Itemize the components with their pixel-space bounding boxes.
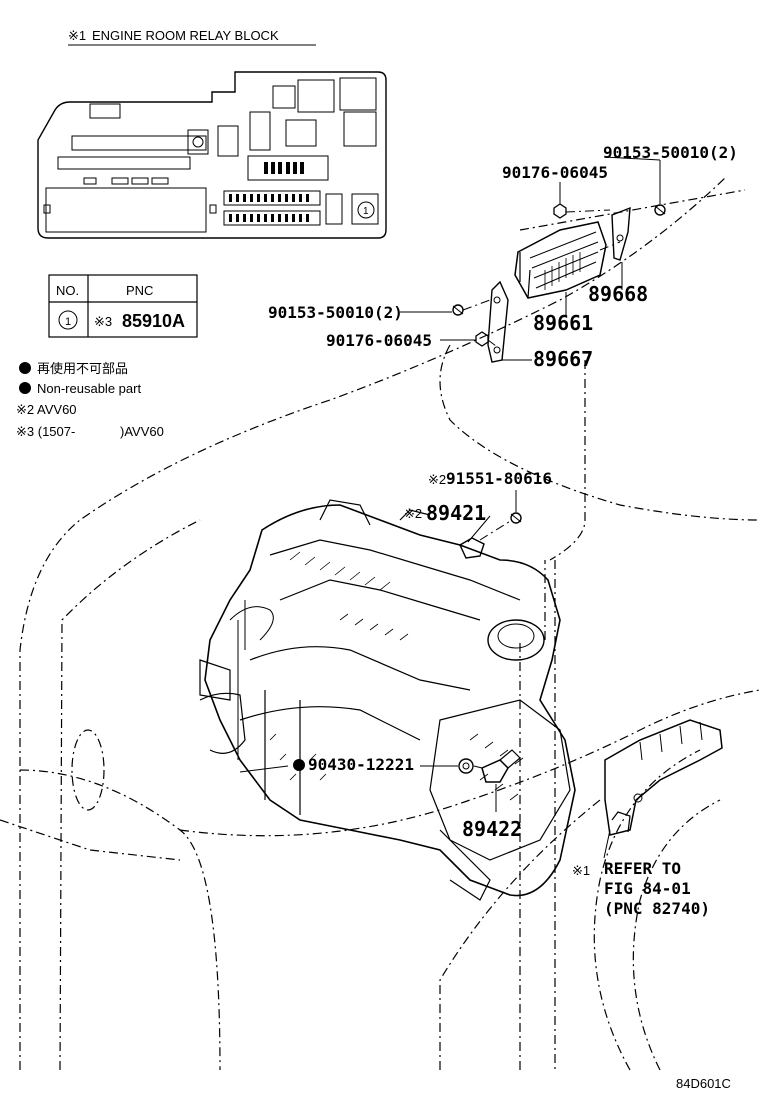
legend-jp-label: 再使用不可部品 <box>37 361 128 376</box>
header-title: ENGINE ROOM RELAY BLOCK <box>92 28 279 43</box>
engine-assembly <box>199 499 576 901</box>
legend-note-2: ※2 AVV60 <box>16 402 77 417</box>
non-reusable-dot-icon <box>293 759 305 771</box>
refer-line-2: FIG 84-01 <box>604 879 691 898</box>
label-90153-top: 90153-50010(2) <box>603 143 738 162</box>
nut-icon <box>553 203 567 219</box>
legend-note-3-suffix: )AVV60 <box>120 424 164 439</box>
relay-block-drawing: 1 <box>37 71 387 239</box>
label-89661: 89661 <box>533 311 593 335</box>
legend: 再使用不可部品 Non-reusable part ※2 AVV60 ※3 (1… <box>16 361 164 439</box>
nut-icon <box>475 331 489 347</box>
label-89421-mark: ※2 <box>404 506 422 521</box>
label-90176-top: 90176-06045 <box>502 163 608 182</box>
part-labels: 90153-50010(2) 90176-06045 89668 90153-5… <box>268 143 738 841</box>
circled-number-icon <box>58 310 78 330</box>
bolt-icon <box>510 512 522 524</box>
label-90153-mid: 90153-50010(2) <box>268 303 403 322</box>
relay-fuse-number: 1 <box>363 206 369 217</box>
refer-note: ※1 REFER TO FIG 84-01 (PNC 82740) <box>572 859 710 918</box>
label-90176-mid: 90176-06045 <box>326 331 432 350</box>
bolt-icon <box>452 304 464 316</box>
table-header-pnc: PNC <box>126 283 153 298</box>
non-reusable-dot-icon <box>19 362 31 374</box>
figure-code: 84D601C <box>676 1076 731 1091</box>
leader-lines <box>239 156 661 859</box>
table-row-mark: ※3 <box>94 314 112 329</box>
bolt-icon <box>654 204 666 216</box>
pnc-table: NO. PNC 1 ※3 85910A <box>48 274 198 338</box>
label-90430: 90430-12221 <box>308 755 414 774</box>
refer-bracket <box>604 719 723 836</box>
label-91551: 91551-80616 <box>446 469 552 488</box>
label-91551-mark: ※2 <box>428 472 446 487</box>
label-89421: 89421 <box>426 501 486 525</box>
circled-number-icon <box>357 201 375 219</box>
header-mark: ※1 <box>68 28 86 43</box>
label-89667: 89667 <box>533 347 593 371</box>
table-row-no: 1 <box>65 316 71 328</box>
table-row-pnc: 85910A <box>122 311 185 331</box>
table-header-no: NO. <box>56 283 79 298</box>
refer-mark: ※1 <box>572 863 590 878</box>
non-reusable-dot-icon <box>19 382 31 394</box>
refer-line-1: REFER TO <box>604 859 681 878</box>
washer-icon <box>458 758 474 774</box>
legend-en-label: Non-reusable part <box>37 381 141 396</box>
label-89422: 89422 <box>462 817 522 841</box>
legend-note-3-prefix: ※3 (1507- <box>16 424 75 439</box>
refer-line-3: (PNC 82740) <box>604 899 710 918</box>
label-89668: 89668 <box>588 282 648 306</box>
